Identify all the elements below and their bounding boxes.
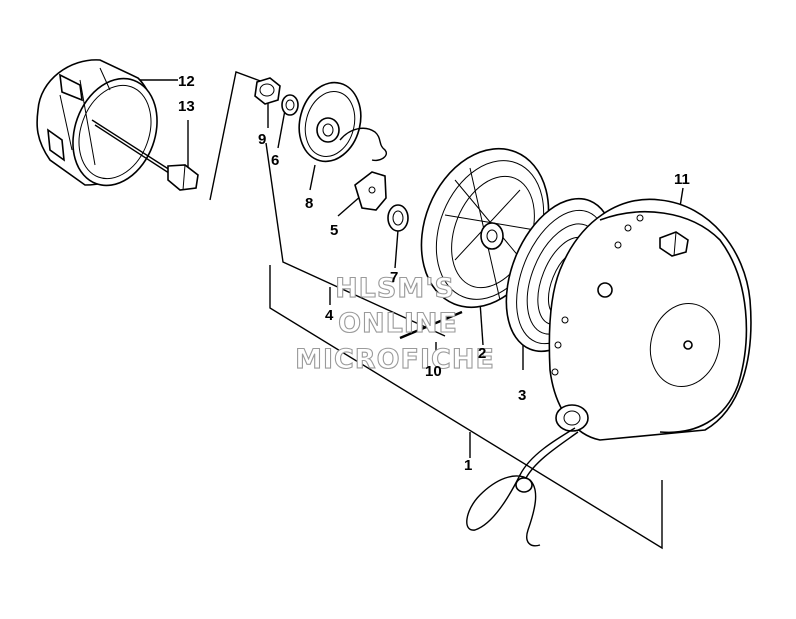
label-part-11: 11 [674, 171, 690, 188]
watermark: HLSM'S ONLINE MICROFICHE [295, 272, 495, 375]
label-part-12: 12 [178, 73, 195, 90]
leader-5 [337, 194, 363, 217]
part-11-screw [659, 231, 689, 257]
bracket-item-9-13 [209, 71, 264, 201]
leader-7 [394, 229, 399, 269]
leader-6 [277, 109, 286, 149]
part-7-bushing [387, 204, 409, 232]
label-part-2: 2 [478, 345, 486, 362]
watermark-line-1: HLSM'S [335, 273, 455, 304]
label-part-10: 10 [425, 363, 442, 380]
label-part-8: 8 [305, 195, 313, 212]
label-part-4: 4 [325, 307, 334, 324]
bracket-item-1 [269, 265, 663, 550]
part-6-washer [281, 94, 299, 116]
watermark-line-3: MICROFICHE [295, 344, 495, 375]
label-part-5: 5 [330, 222, 338, 239]
label-part-9: 9 [258, 131, 266, 148]
label-part-3: 3 [518, 387, 526, 404]
part-labels: 1 2 3 4 5 6 7 8 9 10 11 12 13 [178, 73, 690, 474]
part-10-rope [399, 310, 463, 340]
part-9-nut [254, 77, 281, 105]
label-part-7: 7 [390, 269, 398, 286]
housing-bolt-holes [551, 214, 644, 376]
label-part-6: 6 [271, 152, 279, 169]
part-8-plate [298, 81, 362, 163]
label-part-1: 1 [464, 457, 472, 474]
part-13-bolt [91, 119, 199, 191]
leader-8 [309, 164, 316, 191]
leader-2 [479, 301, 484, 346]
label-part-13: 13 [178, 98, 195, 115]
part-5-pawl-spring [339, 127, 387, 211]
part-1-housing [466, 198, 752, 547]
watermark-line-2: ONLINE [338, 308, 458, 339]
bracket-item-4 [265, 142, 446, 337]
